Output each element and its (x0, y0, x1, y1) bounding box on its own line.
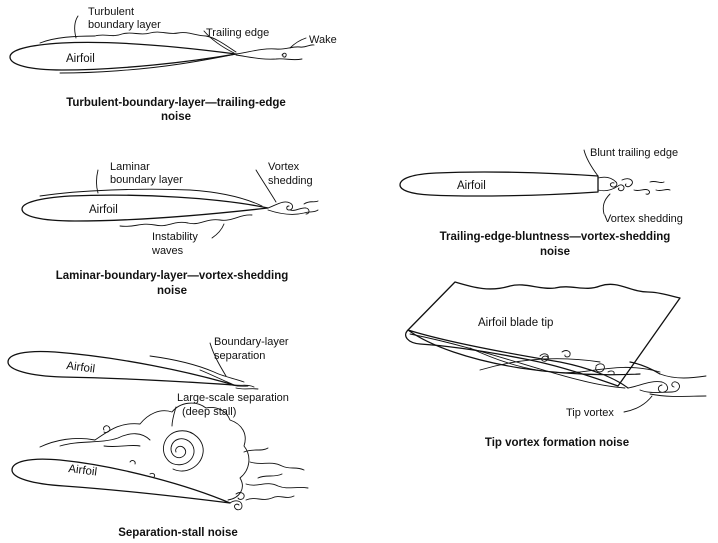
caption-bluntness-line2: noise (540, 246, 570, 258)
label-airfoil: Airfoil (457, 180, 486, 192)
airfoil-shape (22, 195, 268, 221)
panel-separation-stall: Boundary-layer separation Large-scale se… (8, 336, 308, 539)
leader-vortex-shedding (603, 194, 610, 214)
blunt-te-vortex-street (598, 177, 670, 194)
leader-turbulent-bl (75, 16, 78, 38)
label-airfoil-blade-tip: Airfoil blade tip (478, 317, 553, 329)
label-shedding: shedding (268, 175, 313, 187)
separation-wake-upper (234, 385, 258, 389)
label-instability: Instability (152, 231, 198, 243)
label-deep-stall: (deep stall) (182, 406, 236, 418)
label-boundary-layer: boundary layer (110, 174, 183, 186)
label-large-scale-separation: Large-scale separation (177, 392, 289, 404)
caption-bluntness-line1: Trailing-edge-bluntness—vortex-shedding (440, 231, 671, 243)
leader-laminar-bl (97, 170, 99, 193)
label-blunt-trailing-edge: Blunt trailing edge (590, 147, 678, 159)
airfoil-shape (10, 42, 236, 70)
wake-lines (236, 45, 314, 54)
leader-instability-waves (212, 224, 224, 238)
airfoil-shape (12, 459, 230, 503)
panel-laminar-vortex-shedding: Laminar boundary layer Vortex shedding I… (22, 161, 318, 297)
panel-tip-vortex: Airfoil blade tip Tip vortex Tip vortex … (406, 282, 706, 449)
label-separation: separation (214, 350, 265, 362)
wake-eddy (282, 53, 286, 57)
airfoil-shape (8, 351, 234, 385)
label-laminar: Laminar (110, 161, 150, 173)
caption-turbulent-line2: noise (161, 111, 191, 123)
leader-tip-vortex (624, 396, 652, 412)
label-vortex: Vortex (268, 161, 300, 173)
label-airfoil: Airfoil (89, 204, 118, 216)
label-turbulent: Turbulent (88, 6, 134, 18)
label-waves: waves (151, 245, 184, 257)
label-wake: Wake (309, 34, 337, 46)
wake-lines-lower (236, 55, 302, 60)
panel-bluntness-vortex-shedding: Blunt trailing edge Vortex shedding Airf… (400, 147, 683, 258)
airfoil-shape (400, 172, 598, 196)
label-vortex-shedding: Vortex shedding (604, 213, 683, 225)
caption-tip-vortex: Tip vortex formation noise (485, 437, 629, 449)
stall-vortex-spiral (163, 431, 203, 471)
vortex-shedding-wake (268, 201, 318, 214)
trailing-vortices (230, 493, 294, 510)
caption-turbulent-line1: Turbulent-boundary-layer—trailing-edge (66, 97, 286, 109)
label-tip-vortex: Tip vortex (566, 407, 614, 419)
caption-laminar-line1: Laminar-boundary-layer—vortex-shedding (56, 270, 289, 282)
tip-vortex-trail (628, 374, 706, 397)
label-trailing-edge: Trailing edge (206, 27, 269, 39)
label-airfoil: Airfoil (66, 53, 95, 65)
panel-turbulent-trailing-edge: Turbulent boundary layer Trailing edge W… (10, 6, 337, 123)
caption-separation-stall: Separation-stall noise (118, 527, 238, 539)
caption-laminar-line2: noise (157, 285, 187, 297)
label-boundary-layer: Boundary-layer (214, 336, 289, 348)
label-boundary-layer: boundary layer (88, 19, 161, 31)
